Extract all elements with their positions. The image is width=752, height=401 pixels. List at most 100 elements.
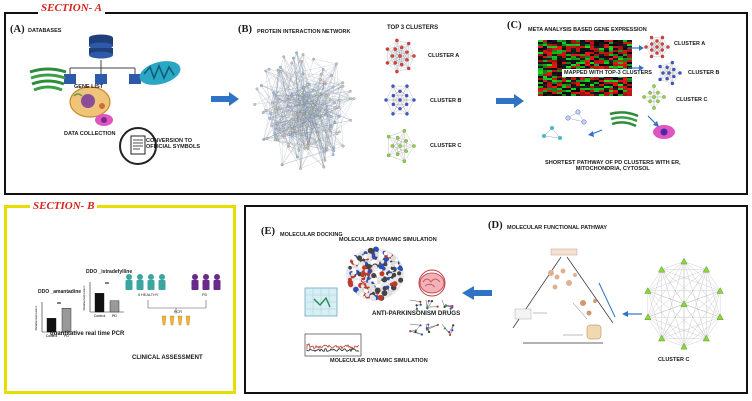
ppi-node	[328, 127, 332, 130]
bar-pd	[109, 300, 120, 313]
heatmap-cell	[585, 88, 590, 91]
heatmap-cell	[589, 88, 595, 91]
heatmap-cell	[556, 62, 562, 65]
surface-atom	[369, 294, 375, 300]
ppi-node	[337, 130, 341, 134]
heatmap-cell	[547, 42, 553, 45]
heatmap-cell	[547, 48, 553, 51]
heatmap-cell	[561, 90, 567, 93]
heatmap-cell	[617, 60, 623, 63]
heatmap-cell	[622, 62, 628, 65]
surface-atom	[378, 251, 384, 257]
cluster-node	[656, 91, 660, 95]
document-search-icon	[119, 127, 157, 165]
heatmap-cell	[556, 50, 562, 53]
heatmap-cell	[580, 42, 586, 45]
cluster-node	[402, 159, 407, 163]
heatmap-cell	[594, 62, 600, 65]
heatmap-cell	[566, 90, 572, 93]
heatmap-cell	[538, 40, 543, 43]
cluster-c-node	[680, 342, 688, 350]
heatmap-cell	[566, 64, 572, 67]
heatmap-cell	[580, 88, 586, 91]
section-a-title: SECTION- A	[38, 2, 106, 14]
heatmap-cell	[556, 40, 562, 43]
heatmap-cell	[542, 78, 548, 81]
heatmap-cell	[585, 46, 590, 49]
heatmap-cell	[589, 86, 595, 89]
heatmap-cell	[552, 48, 558, 51]
heatmap-cell	[580, 84, 586, 87]
cluster-node	[652, 106, 656, 110]
cluster-node	[652, 84, 656, 88]
heatmap-cell	[561, 48, 567, 51]
heatmap-cell	[570, 40, 576, 43]
heatmap-cell	[570, 84, 576, 87]
heatmap-cell	[603, 42, 609, 45]
md-series-red	[306, 342, 360, 350]
ppi-node	[296, 155, 299, 159]
heatmap-cell	[608, 42, 614, 45]
heatmap-cell	[613, 82, 619, 85]
panel-d-title: MOLECULAR FUNCTIONAL PATHWAY	[507, 225, 608, 231]
molecule-atom	[419, 300, 422, 303]
ppi-node	[277, 70, 280, 73]
heatmap-cell	[552, 42, 558, 45]
heatmap-cell	[599, 54, 605, 57]
heatmap-cell	[566, 46, 572, 49]
heatmap-cell	[585, 92, 590, 95]
shortest-pathway-label: SHORTEST PATHWAY OF PD CLUSTERS WITH ER,…	[545, 160, 681, 173]
heatmap-cell	[561, 44, 567, 47]
ppi-node	[292, 56, 295, 60]
molecule-atom	[436, 323, 439, 327]
heatmap-cell	[594, 82, 600, 85]
heatmap-cell	[608, 40, 614, 43]
bar-x-label: PD	[112, 314, 117, 318]
ppi-node	[302, 110, 306, 113]
heatmap-cell	[617, 44, 623, 47]
heatmap-cell	[570, 78, 576, 81]
heatmap-cell	[566, 42, 572, 45]
ppi-node	[324, 129, 328, 133]
heatmap-cell	[580, 60, 586, 63]
surface-atom	[376, 283, 381, 289]
molecule-atom	[414, 330, 417, 334]
heatmap-cell	[552, 86, 558, 89]
ppi-node	[269, 111, 272, 115]
mapped-cluster-b-label: CLUSTER B	[688, 70, 720, 76]
heatmap-cell	[585, 82, 590, 85]
heatmap-cell	[542, 76, 548, 79]
heatmap-cell	[538, 74, 543, 77]
heatmap-cell	[538, 46, 543, 49]
panel-a-title: DATABASES	[28, 28, 62, 34]
cluster-node	[400, 62, 404, 67]
heatmap-cell	[547, 46, 553, 49]
database-icon	[89, 34, 113, 59]
docking-grid-box-icon	[304, 287, 338, 317]
heatmap-cell	[552, 88, 558, 91]
mitochondria-icon	[139, 61, 181, 85]
heatmap-cell	[538, 48, 543, 51]
bar-x-label: PD	[64, 334, 69, 338]
heatmap-cell	[594, 56, 600, 59]
molecule-atom	[430, 299, 434, 303]
ppi-node	[338, 98, 342, 102]
heatmap-cell	[589, 48, 595, 51]
heatmap-cell	[570, 64, 576, 67]
heatmap-cell	[575, 94, 581, 96]
cluster-node	[412, 54, 416, 58]
surface-atom	[381, 290, 388, 297]
heatmap-cell	[585, 56, 590, 59]
cluster-c-node	[658, 334, 666, 342]
heatmap-cell	[617, 46, 623, 49]
heatmap-cell	[547, 50, 553, 53]
surface-atom	[376, 279, 382, 285]
cluster-node	[642, 95, 646, 99]
heatmap-cell	[627, 64, 632, 67]
heatmap-cell	[547, 66, 553, 69]
heatmap-cell	[589, 80, 595, 83]
surface-atom	[363, 288, 369, 294]
cluster-node	[660, 42, 664, 46]
mapped-cluster-c-label: CLUSTER C	[676, 97, 708, 103]
heatmap-cell	[575, 60, 581, 63]
